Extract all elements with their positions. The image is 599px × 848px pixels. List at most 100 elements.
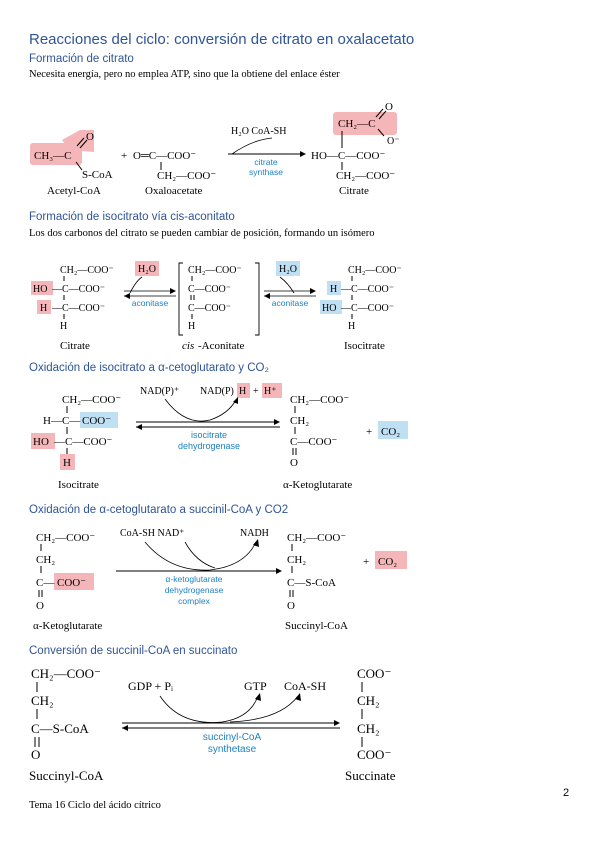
highlight-coo [80,412,118,428]
carbon-dioxide: CO₂ [378,556,397,568]
succ-left-line2: CH₂ [31,693,54,708]
succ-left-line1: CH₂—COO⁻ [31,666,101,681]
succinate-line3: CH₂ [357,721,380,736]
akg-right-line2: CH₂ [290,415,309,427]
oxaloacetate-main: O═C—COO⁻ [133,150,196,162]
section-description: Necesita energía, pero no emplea ATP, si… [29,69,340,80]
label-acetyl-coa: Acetyl-CoA [47,185,101,197]
enzyme-citrate-synthase-2: synthase [249,167,283,177]
highlight-co2 [375,551,407,569]
plus-sign-co2: + [363,556,369,568]
section-heading-isocitrate-oxidation: Oxidación de isocitrato a α-cetoglutarat… [29,362,269,374]
highlight-left-h [60,454,75,470]
iso-line1: CH₂—COO⁻ [348,265,402,276]
label-isocitrate: Isocitrate [344,340,385,352]
label-alpha-ketoglutarate: α-Ketoglutarate [283,479,352,491]
enzyme-aconitase-2: aconitase [272,298,309,308]
isocitrate-oxidation-diagram: CH₂—COO⁻ H—C— COO⁻ HO —C—COO⁻ H Isocitra… [31,383,408,491]
citrate-bottom: CH₂—COO⁻ [336,170,395,182]
acetyl-oxygen: O [86,131,94,143]
akg-right-line4: O [290,457,298,469]
acon-line3: C—COO⁻ [188,303,231,314]
citrate-formation-diagram: CH₃—C O S-CoA Acetyl-CoA + O═C—COO⁻ CH₂—… [30,101,400,197]
highlight-water-in [276,261,300,276]
cit-line3-right: —C—COO⁻ [51,303,105,314]
iso-line4: H [348,321,355,332]
label-citrate: Citrate [339,185,369,197]
akg-left-line3-left: C— [36,577,55,589]
succ-right-line1: CH₂—COO⁻ [287,532,346,544]
citrate-top: CH₂—C [338,118,375,130]
page-footer: Tema 16 Ciclo del ácido cítrico [29,800,161,811]
akg-left-line2: CH₂ [36,554,55,566]
iso-left-line1: CH₂—COO⁻ [62,394,121,406]
label-succinate: Succinate [345,768,396,783]
highlight-akg-coo [54,573,94,590]
citrate-o-minus: O⁻ [387,136,400,147]
enzyme-succinyl-synthetase-1: succinyl-CoA [203,732,262,743]
highlight-citrate-top [333,112,397,135]
succ-right-line2: CH₂ [287,554,306,566]
iso-left-line2-box: COO⁻ [82,415,111,427]
succinate-line1: COO⁻ [357,666,391,681]
label-cis: cis [182,340,194,352]
water-released: H₂O [138,264,156,275]
succ-right-line4: O [287,600,295,612]
highlight-water-out [135,261,159,276]
cit-line2-right: —C—COO⁻ [51,284,105,295]
cofactor-nadph: NAD(P) [200,386,234,397]
enzyme-isocitrate-dh-1: isocitrate [191,430,227,440]
label-oxaloacetate: Oxaloacetate [145,185,203,197]
enzyme-akg-dh-1: α-ketoglutarate [166,574,223,584]
succinate-line4: COO⁻ [357,747,391,762]
cit-line2-left: HO [33,284,47,295]
highlight-iso-ho [320,300,342,314]
enzyme-citrate-synthase-1: citrate [254,157,277,167]
acon-line2: C—COO⁻ [188,284,231,295]
enzyme-succinyl-synthetase-2: synthetase [208,744,257,755]
akg-oxidation-diagram: CH₂—COO⁻ CH₂ C— COO⁻ O α-Ketoglutarate C… [33,528,407,632]
iso-line3-right: —C—COO⁻ [340,303,394,314]
section-heading-citrate-formation: Formación de citrato [29,53,134,65]
iso-line3-left: HO [322,303,336,314]
highlight-acetyl-carbonyl [62,130,94,152]
acetyl-scoa: S-CoA [82,169,113,181]
highlight-hplus [262,383,282,398]
highlight-nadph-h [237,383,250,398]
akg-right-line1: CH₂—COO⁻ [290,394,349,406]
plus-sign-co2: + [366,426,372,438]
cofactor-gtp: GTP [244,679,267,693]
plus-sign: + [121,150,127,162]
label-isocitrate: Isocitrate [58,479,99,491]
cit-line1: CH₂—COO⁻ [60,265,114,276]
iso-left-line4: H [63,457,71,469]
highlight-citrate-h [37,300,51,314]
isocitrate-formation-diagram: CH₂—COO⁻ HO —C—COO⁻ H —C—COO⁻ H Citrate … [31,261,402,352]
acetyl-group: CH₃—C [34,150,71,162]
carbon-dioxide: CO₂ [381,426,400,438]
label-alpha-ketoglutarate: α-Ketoglutarate [33,620,102,632]
enzyme-akg-dh-3: complex [178,596,210,606]
akg-left-line4: O [36,600,44,612]
cofactor-nadh: NADH [240,528,269,539]
iso-line2-right: —C—COO⁻ [340,284,394,295]
cofactor-coash: CoA-SH [284,679,326,693]
cofactor-gdp-pi: GDP + Pᵢ [128,679,173,693]
akg-left-line1: CH₂—COO⁻ [36,532,95,544]
section-description: Los dos carbonos del citrato se pueden c… [29,228,375,239]
highlight-left-ho [31,433,55,449]
iso-line2-left: H [330,284,337,295]
akg-right-line3: C—COO⁻ [290,436,338,448]
section-heading-akg-oxidation: Oxidación de α-cetoglutarato a succinil-… [29,504,289,516]
enzyme-akg-dh-2: dehydrogenase [165,585,224,595]
succ-left-line3: C—S-CoA [31,721,89,736]
cit-line4: H [60,321,67,332]
plus-sign: + [253,386,259,397]
label-citrate: Citrate [60,340,90,352]
enzyme-aconitase-1: aconitase [132,298,169,308]
citrate-oxygen: O [385,101,393,113]
highlight-iso-h [327,281,341,295]
highlight-co2 [378,421,408,439]
iso-left-line2-left: H—C— [43,415,81,427]
label-succinyl-coa: Succinyl-CoA [285,620,348,632]
